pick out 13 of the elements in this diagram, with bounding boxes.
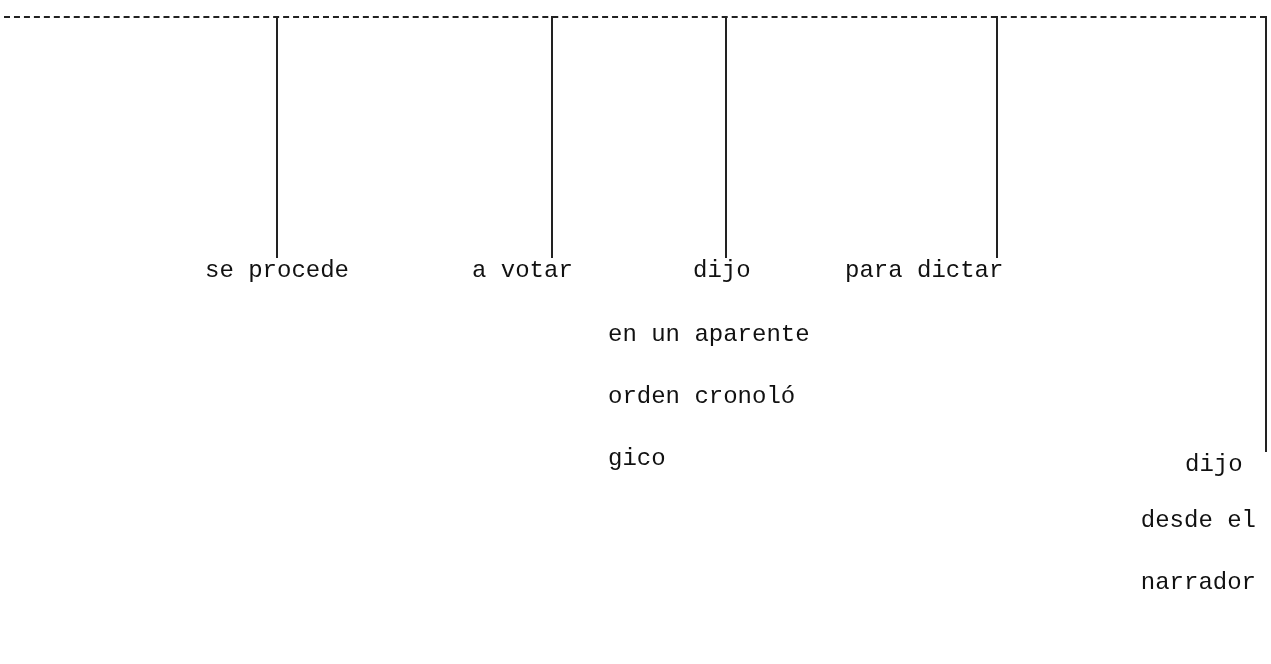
leader-line — [276, 15, 278, 259]
annotation-text: desde el narrador — [1139, 506, 1256, 598]
term-label: dijo — [693, 256, 751, 286]
leader-line — [1265, 15, 1267, 453]
leader-line — [996, 15, 998, 259]
term-label: para dictar — [845, 256, 1004, 286]
term-label: se procede — [205, 256, 350, 286]
dashed-timeline — [4, 16, 1266, 18]
leader-line — [551, 15, 553, 259]
term-label: a votar — [472, 256, 573, 286]
term-label: dijo — [1185, 450, 1243, 480]
annotation-text: en un aparente orden cronoló gico — [608, 320, 811, 474]
leader-line — [725, 15, 727, 259]
